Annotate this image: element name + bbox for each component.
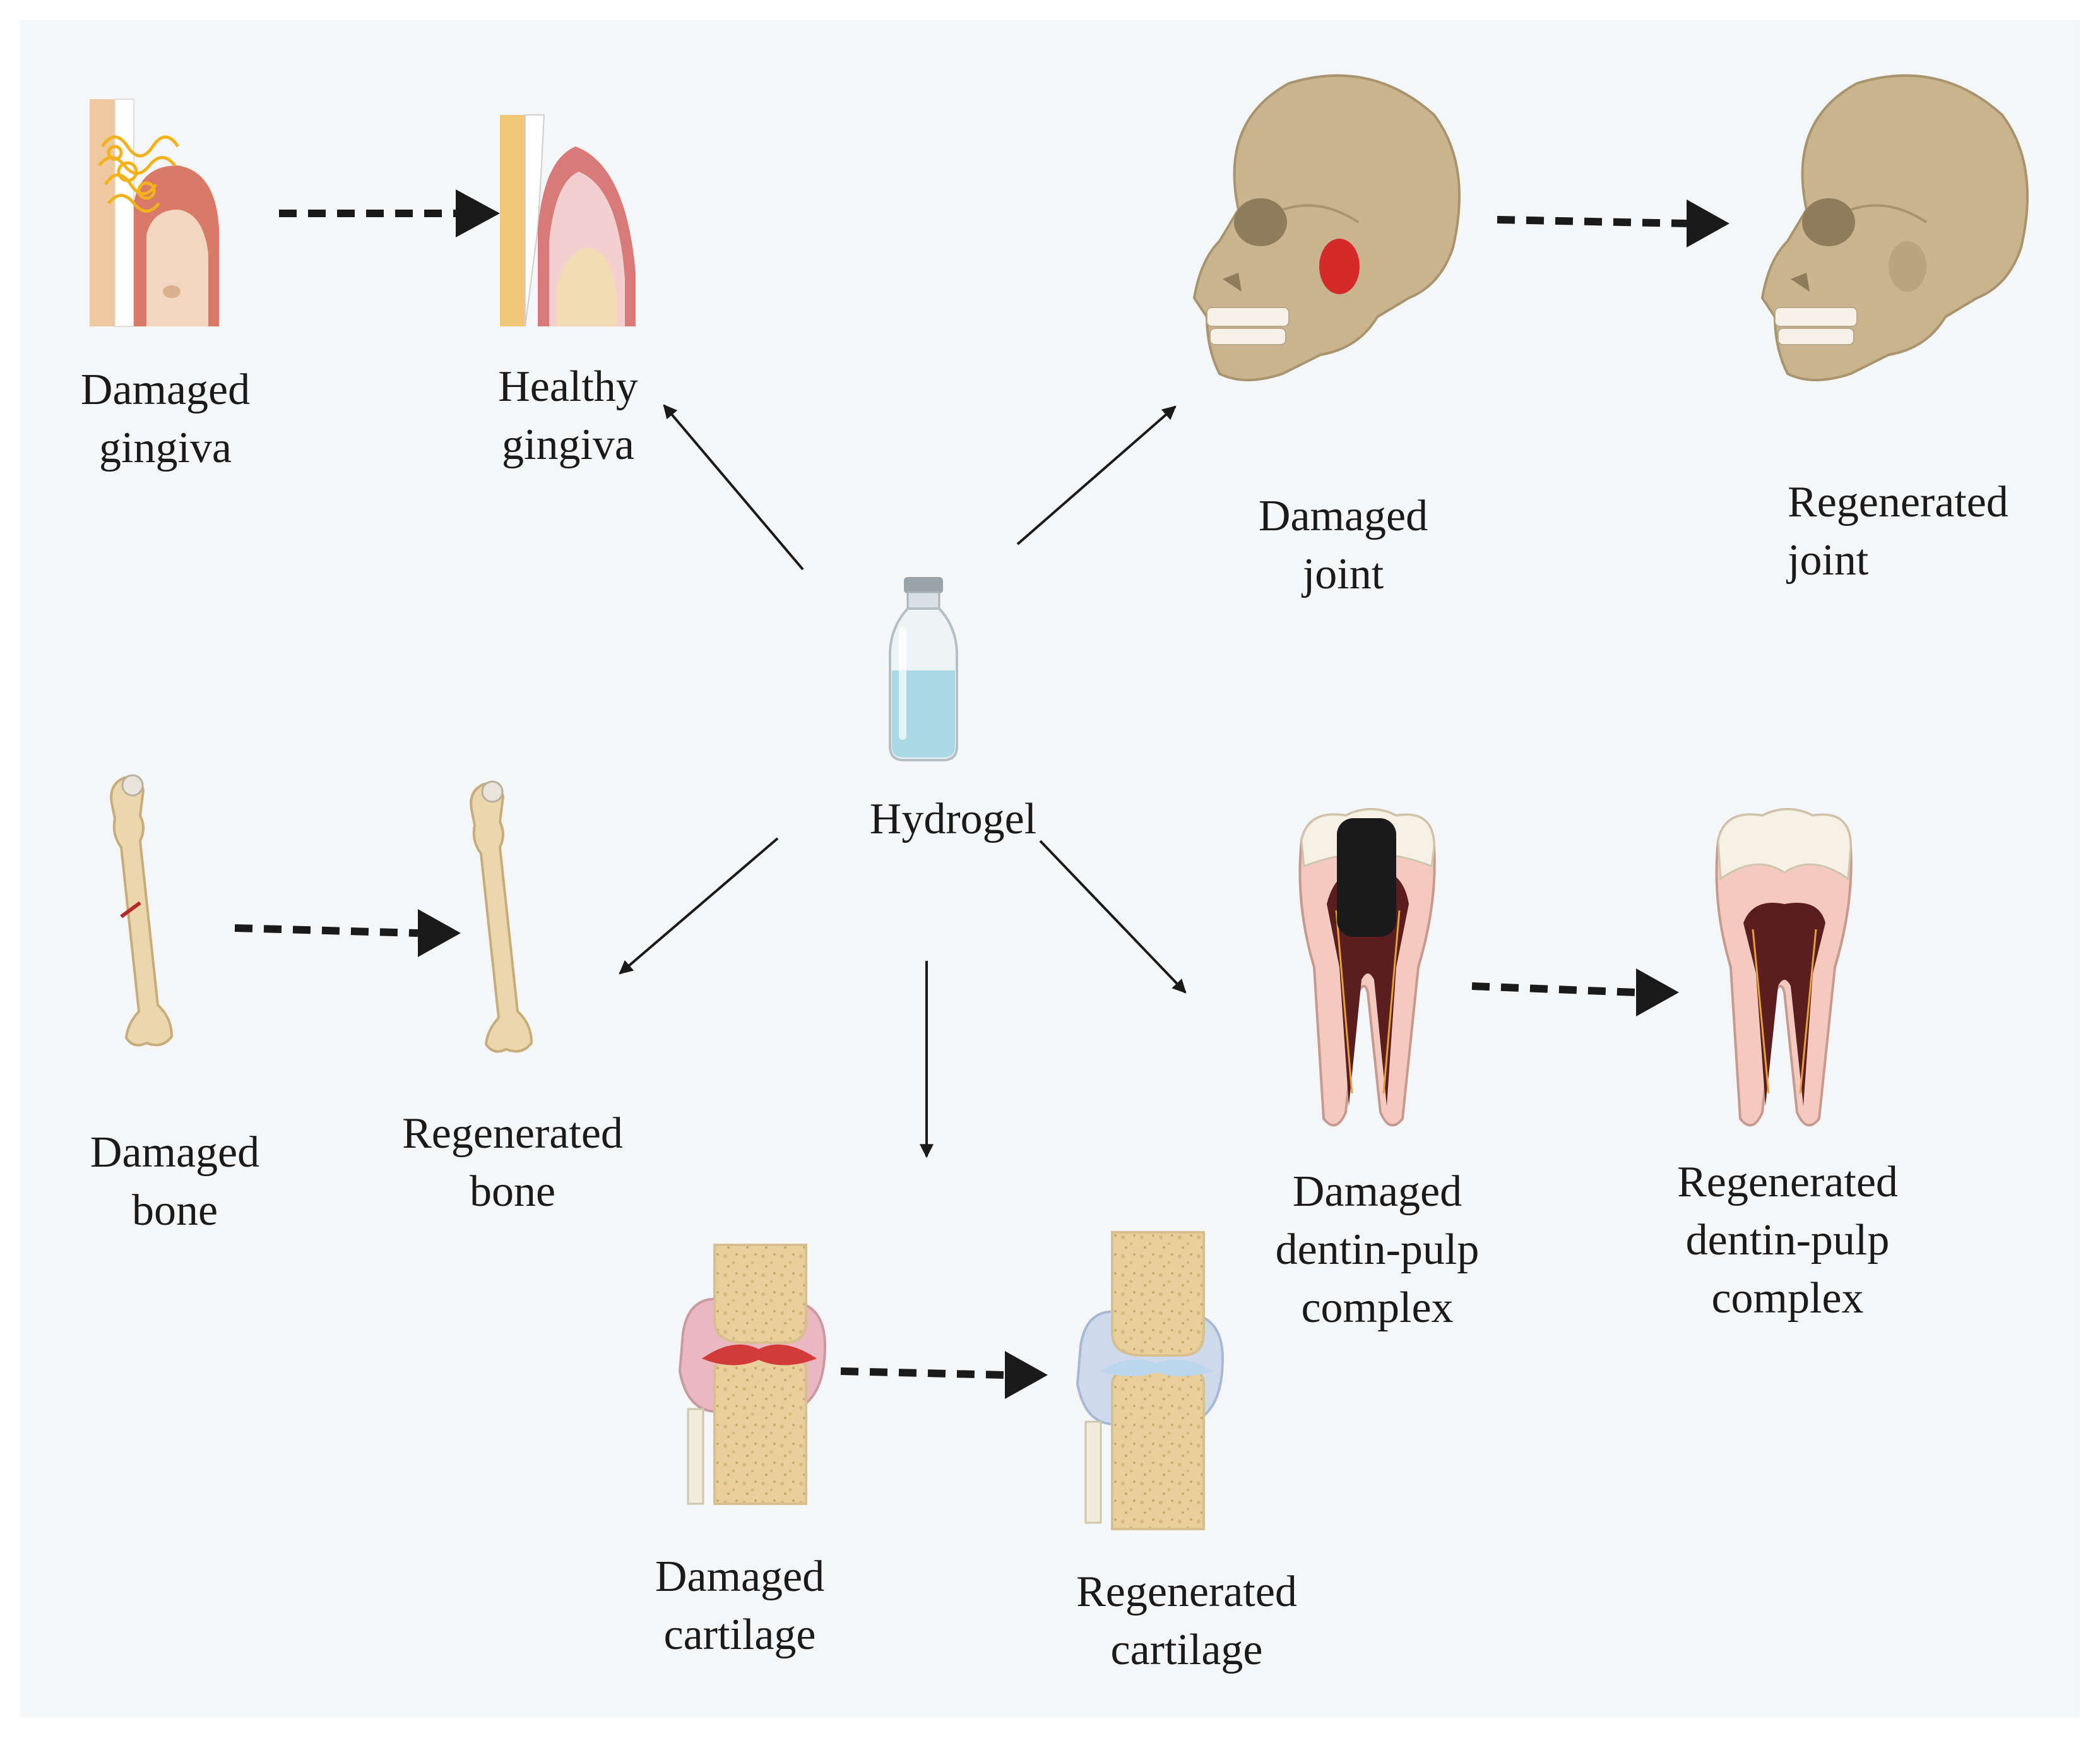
arrow-to-dentin-pulp bbox=[1039, 840, 1187, 994]
damaged-gingiva-label: Damaged gingiva bbox=[81, 361, 250, 477]
regenerated-bone-line2: bone bbox=[469, 1167, 556, 1216]
regenerated-dentin-pulp-line1: Regenerated bbox=[1677, 1158, 1898, 1206]
regenerated-dentin-pulp-label: Regenerated dentin-pulp complex bbox=[1677, 1153, 1898, 1328]
regenerated-cartilage-line1: Regenerated bbox=[1076, 1568, 1297, 1616]
regenerated-cartilage-line2: cartilage bbox=[1110, 1626, 1263, 1674]
healthy-gingiva-line1: Healthy bbox=[498, 362, 638, 411]
damaged-cartilage-line1: Damaged bbox=[655, 1552, 825, 1601]
damaged-dentin-pulp-label: Damaged dentin-pulp complex bbox=[1276, 1163, 1480, 1337]
dashed-arrows bbox=[234, 189, 1729, 1399]
regenerated-joint-line1: Regenerated bbox=[1788, 478, 2008, 527]
hydrogel-vial-icon bbox=[889, 577, 958, 761]
regenerated-tooth-icon bbox=[1715, 808, 1853, 1127]
damaged-femur-icon bbox=[110, 774, 174, 1047]
damaged-joint-label: Damaged joint bbox=[1259, 487, 1428, 604]
regenerated-bone-label: Regenerated bone bbox=[402, 1105, 623, 1221]
diagram-panel: Hydrogel Damaged gingiva Healthy gingiva… bbox=[20, 20, 2080, 1718]
damaged-skull-joint-icon bbox=[1192, 74, 1461, 381]
damaged-bone-line1: Damaged bbox=[90, 1128, 260, 1177]
damaged-bone-line2: bone bbox=[131, 1186, 218, 1235]
damaged-dentin-pulp-line1: Damaged bbox=[1292, 1167, 1462, 1216]
damaged-cartilage-line2: cartilage bbox=[663, 1610, 816, 1659]
regenerated-bone-line1: Regenerated bbox=[402, 1109, 623, 1158]
hydrogel-label: Hydrogel bbox=[870, 790, 1036, 848]
regenerated-joint-line2: joint bbox=[1788, 536, 1869, 585]
dashed-arrow-bone bbox=[234, 909, 461, 957]
arrow-to-bone bbox=[619, 837, 779, 975]
damaged-dentin-pulp-line2: dentin-pulp bbox=[1275, 1225, 1480, 1274]
dashed-arrow-cartilage bbox=[840, 1351, 1048, 1399]
dashed-arrow-gingiva bbox=[279, 189, 500, 237]
damaged-knee-icon bbox=[678, 1244, 827, 1505]
healthy-gingiva-icon bbox=[500, 114, 636, 327]
damaged-tooth-icon bbox=[1298, 808, 1436, 1127]
regenerated-joint-label: Regenerated joint bbox=[1788, 473, 2008, 590]
arrow-to-joint bbox=[1016, 405, 1177, 545]
regenerated-femur-icon bbox=[470, 780, 533, 1053]
dashed-arrow-dentin-pulp bbox=[1471, 968, 1679, 1016]
healthy-gingiva-line2: gingiva bbox=[502, 420, 634, 469]
solid-arrows bbox=[619, 404, 1187, 1158]
damaged-cartilage-label: Damaged cartilage bbox=[655, 1548, 824, 1664]
damaged-gingiva-line1: Damaged bbox=[80, 366, 251, 414]
regenerated-dentin-pulp-line3: complex bbox=[1711, 1274, 1864, 1323]
damaged-gingiva-line2: gingiva bbox=[99, 424, 232, 472]
regenerated-dentin-pulp-line2: dentin-pulp bbox=[1685, 1216, 1890, 1265]
dashed-arrow-joint bbox=[1497, 199, 1729, 247]
regenerated-knee-icon bbox=[1076, 1231, 1225, 1530]
diagram-artwork bbox=[90, 74, 2029, 1530]
damaged-joint-line1: Damaged bbox=[1258, 492, 1428, 540]
regenerated-cartilage-label: Regenerated cartilage bbox=[1076, 1563, 1297, 1679]
healthy-gingiva-label: Healthy gingiva bbox=[498, 358, 638, 474]
damaged-gingiva-icon bbox=[90, 98, 219, 327]
damaged-bone-label: Damaged bone bbox=[90, 1124, 259, 1240]
regenerated-skull-joint-icon bbox=[1760, 74, 2029, 381]
hydrogel-label-text: Hydrogel bbox=[869, 795, 1037, 843]
arrow-to-healthy-gingiva bbox=[663, 404, 804, 571]
damaged-joint-line2: joint bbox=[1302, 550, 1384, 598]
damaged-dentin-pulp-line3: complex bbox=[1301, 1283, 1454, 1332]
